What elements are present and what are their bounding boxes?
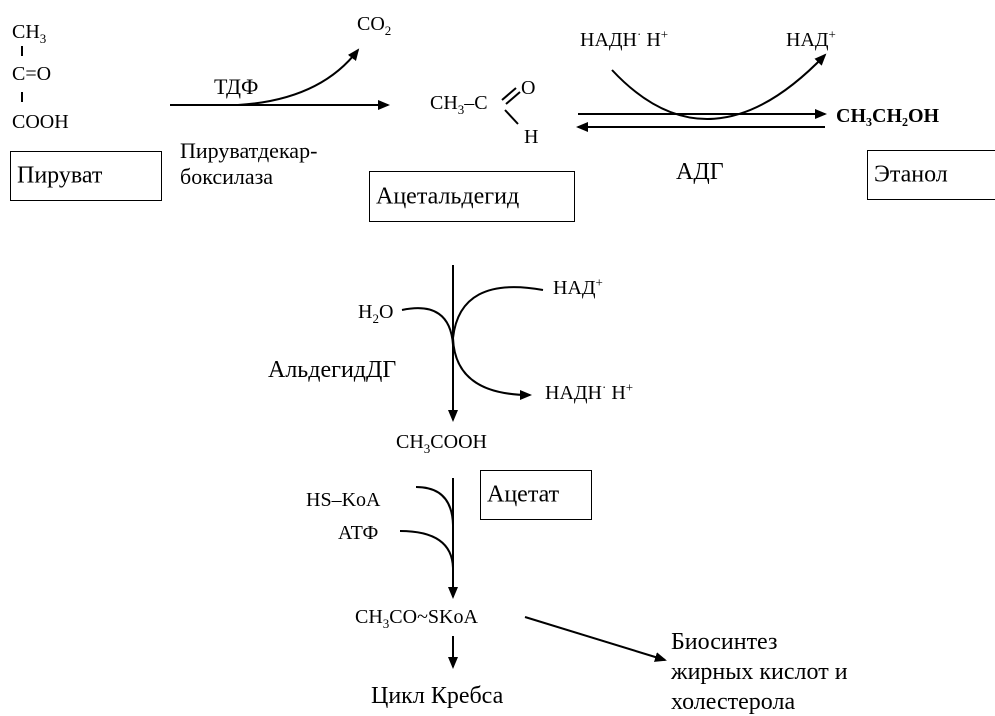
adh-nadh-label: НАДН· Н+ (580, 26, 669, 51)
aldh-enzyme-label: АльдегидДГ (268, 357, 397, 383)
adh-cofactor-curve (611, 53, 827, 120)
acetaldehyde-formula-left: CH3–C (430, 92, 488, 117)
adh-enzyme-label: АДГ (676, 159, 724, 185)
acetyl-coa-formula: CH3CO~SKoA (355, 606, 478, 631)
krebs-cycle-label: Цикл Кребса (371, 683, 504, 709)
biosynthesis-label-2: жирных кислот и (671, 659, 848, 685)
aldh-nadh-label: НАДН· Н+ (545, 379, 634, 404)
water-input-curve (401, 307, 454, 346)
pyruvate-decarboxylase-label-1: Пируватдекар- (180, 138, 318, 163)
coa-input-label: HS–KoA (306, 489, 381, 511)
aldehyde-double-bond-2 (505, 91, 521, 105)
acetic-acid-formula: CH3COOH (396, 431, 487, 456)
pyruvate-label-box: Пируват (10, 151, 162, 201)
pyruvate-decarboxylase-label-2: боксилаза (180, 164, 274, 189)
pyruvate-formula-carbonyl: C=O (12, 63, 52, 85)
atp-input-curve (399, 530, 454, 569)
acetaldehyde-label: Ацетальдегид (376, 183, 520, 209)
co2-product: CO2 (357, 13, 392, 38)
aldehyde-single-bond (504, 109, 519, 125)
acetate-label: Ацетат (487, 481, 560, 508)
acetaldehyde-label-box: Ацетальдегид (369, 171, 575, 222)
atp-input-label: АТФ (338, 522, 379, 544)
aldh-cofactor-curve (451, 286, 544, 400)
biosynthesis-label-3: холестерола (671, 689, 796, 715)
co2-release-curve (237, 48, 360, 106)
pyruvate-formula-ch3: CH3 (12, 21, 47, 46)
pyruvate-formula-carboxyl: COOH (12, 111, 69, 133)
ethanol-label: Этанол (874, 161, 948, 188)
ethanol-formula: CH₃CH₂OH (836, 105, 940, 127)
coa-input-curve (415, 486, 454, 526)
acetaldehyde-oxygen: O (521, 77, 536, 99)
acetate-label-box: Ацетат (480, 470, 592, 520)
adh-nad-label: НАД+ (786, 26, 836, 51)
acetaldehyde-hydrogen: H (524, 126, 539, 148)
aldehyde-double-bond-1 (501, 87, 517, 101)
water-input-label: H2O (358, 301, 394, 326)
biosynthesis-arrow (524, 616, 667, 662)
ethanol-label-box: Этанол (867, 150, 995, 200)
aldh-nad-label: НАД+ (553, 274, 603, 299)
pyruvate-label: Пируват (17, 162, 103, 189)
tdp-cofactor-label: ТДФ (214, 74, 259, 99)
biosynthesis-label-1: Биосинтез (671, 629, 778, 655)
